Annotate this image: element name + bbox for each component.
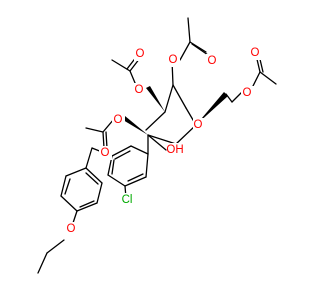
chlorine-label: Cl — [122, 194, 133, 206]
c3-wedge-bond — [146, 86, 165, 112]
ether-oxygen-label: O — [67, 223, 76, 235]
ester-oxygen-2-label: O — [169, 54, 178, 66]
ethoxyphenyl-ring — [60, 167, 103, 212]
ring-oxygen-label: O — [194, 119, 203, 131]
atom-labels: O OH Cl O O O O O O O O O — [65, 46, 262, 236]
chlorophenyl-ring — [107, 145, 149, 187]
carbonyl-oxygen-2-label: O — [208, 55, 217, 67]
c5-wedge-bond — [196, 92, 228, 125]
pyranose-ring — [145, 84, 197, 145]
c2-wedge-bond — [123, 116, 148, 135]
carbonyl-oxygen-3-label: O — [136, 48, 145, 60]
carbonyl-oxygen-4-label: O — [101, 147, 110, 159]
ester-oxygen-3-label: O — [135, 84, 144, 96]
carbonyl-oxygen-1-label: O — [251, 47, 260, 59]
ester-oxygen-1-label: O — [243, 87, 252, 99]
molecule-canvas: O OH Cl O O O O O O O O O — [37, 17, 277, 274]
ester-oxygen-4-label: O — [114, 114, 123, 126]
hydroxyl-label: OH — [166, 144, 183, 156]
structure-diagram: O OH Cl O O O O O O O O O — [37, 17, 277, 274]
